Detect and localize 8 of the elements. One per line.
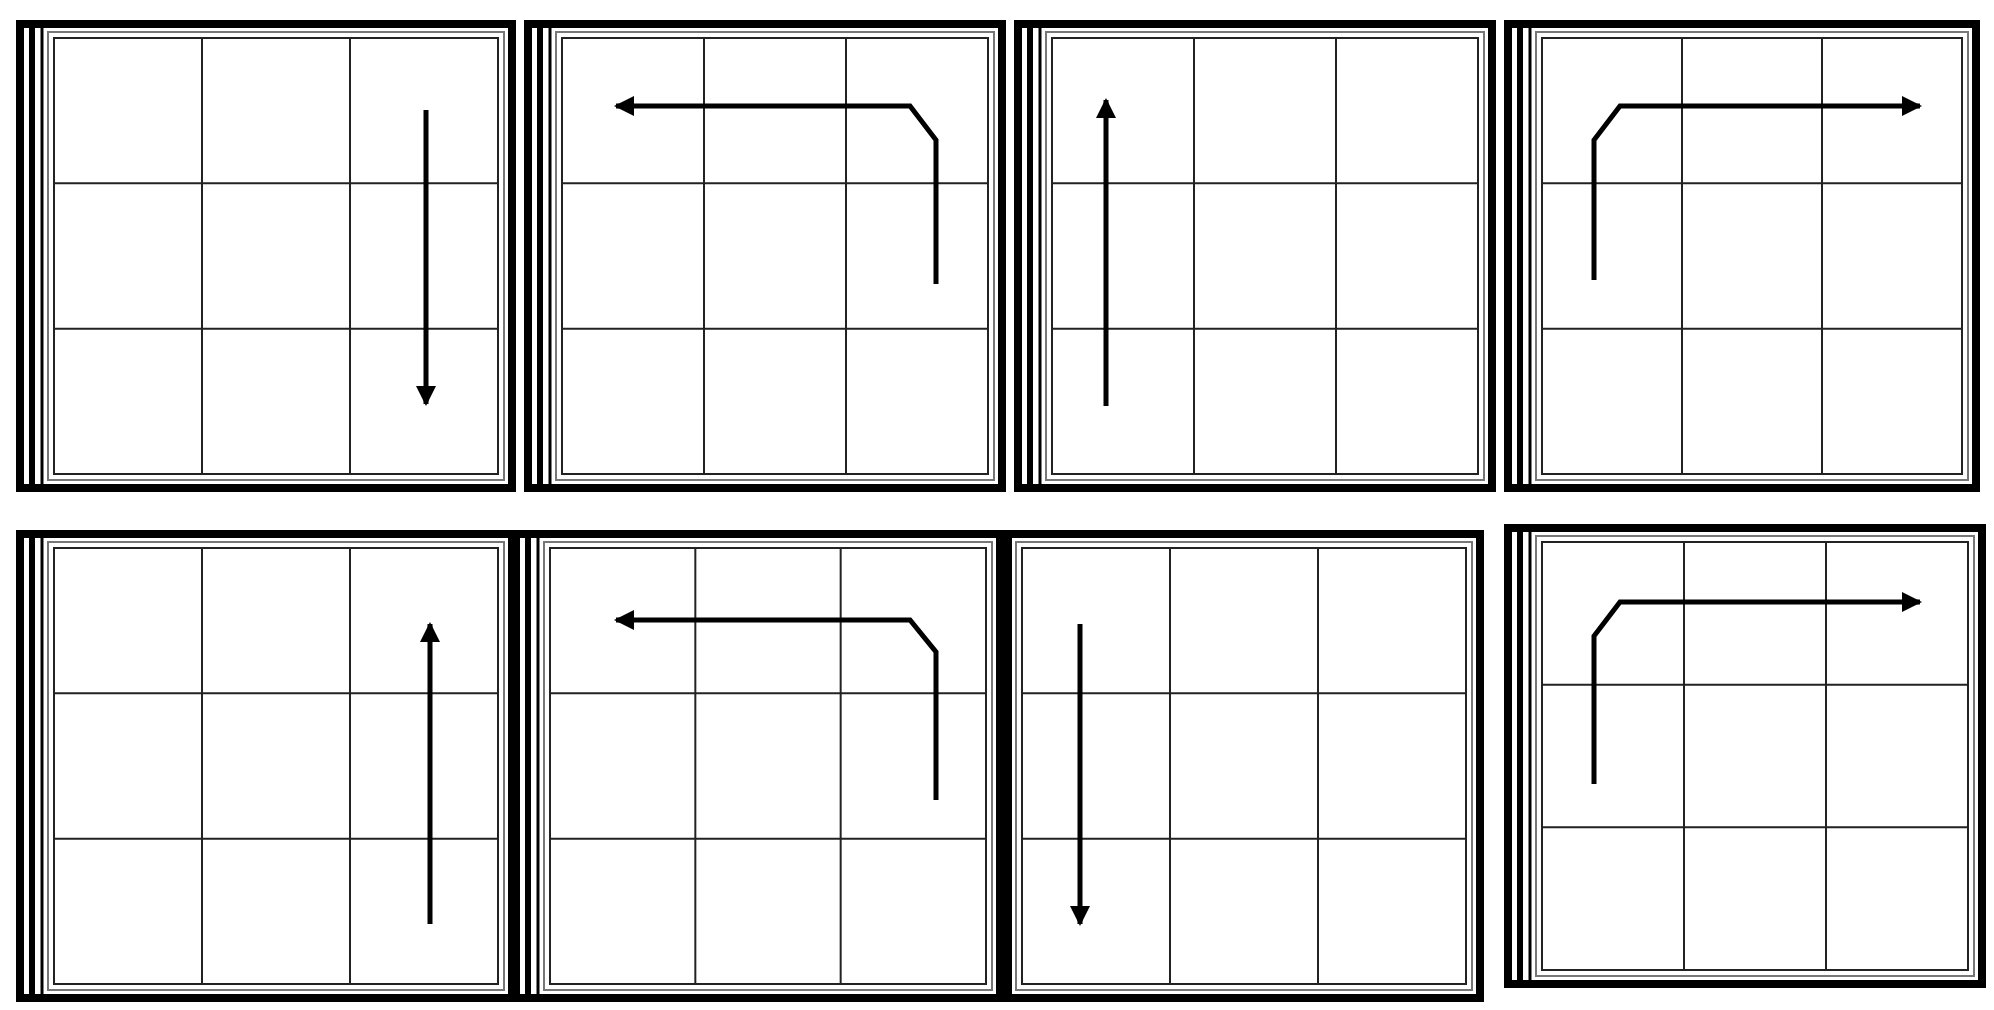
grid-panel — [1504, 524, 1986, 988]
grid-panel — [16, 530, 516, 1002]
grid-panel — [512, 530, 1004, 1002]
grid-panel — [1014, 20, 1496, 492]
grid-panel — [16, 20, 516, 492]
grid-panel — [1504, 20, 1980, 492]
grid-panel — [1004, 530, 1484, 1002]
grid-panel — [524, 20, 1006, 492]
